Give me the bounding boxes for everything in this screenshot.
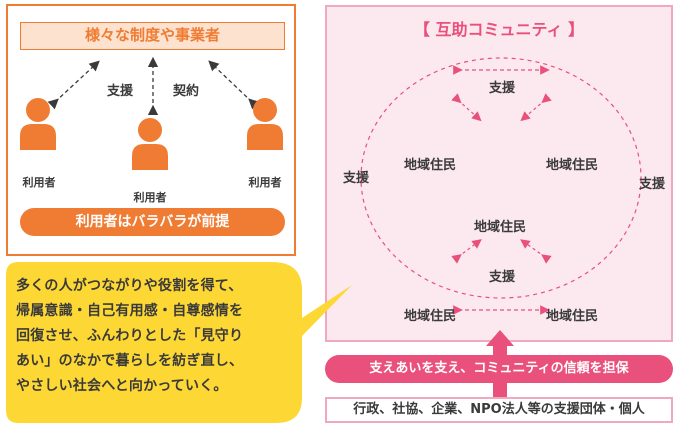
bubble-line-4: あい」のなかで暮らしを紡ぎ直し、 [16, 353, 244, 369]
support-label-bottom: 支援 [488, 270, 515, 285]
user-label-left: 利用者 [22, 176, 56, 189]
community-trust-bar: 支えあいを支え、コミュニティの信頼を担保 [325, 355, 673, 383]
support-arrow-br-center [520, 239, 552, 264]
right-panel-title: 【 互助コミュニティ 】 [413, 20, 585, 39]
right-support-arrow [208, 60, 260, 110]
right-panel [325, 5, 673, 342]
user-icon-right [247, 98, 283, 150]
bubble-line-1: 多くの人がつながりや役割を得て、 [16, 278, 243, 294]
support-organizations-box: 行政、社協、企業、NPO法人等の支援団体・個人 [325, 397, 673, 423]
left-support-arrow [47, 60, 100, 110]
support-arrow-tr-center [520, 93, 552, 122]
user-icon-left [20, 98, 56, 150]
user-icon-center [132, 118, 168, 170]
left-contract-label: 契約 [172, 84, 199, 99]
speech-bubble-text: 多くの人がつながりや役割を得て、 帰属意識・自己有用感・自尊感情を 回復させ、ふ… [16, 274, 306, 399]
left-panel-title: 様々な制度や事業者 [20, 22, 285, 50]
support-label-right: 支援 [638, 177, 665, 192]
pink-arrow-head [486, 330, 514, 346]
support-arrow-bl-center [451, 239, 482, 264]
speech-bubble [6, 262, 352, 423]
resident-label-top-right: 地域住民 [545, 158, 598, 173]
resident-label-bottom-right: 地域住民 [545, 309, 598, 324]
user-label-center: 利用者 [133, 191, 167, 204]
resident-label-bottom-left: 地域住民 [403, 309, 456, 324]
resident-label-center: 地域住民 [473, 220, 526, 235]
bubble-line-2: 帰属意識・自己有用感・自尊感情を [16, 303, 244, 319]
bubble-line-3: 回復させ、ふんわりとした「見守り [16, 328, 244, 344]
bubble-line-5: やさしい社会へと向かっていく。 [16, 378, 228, 394]
left-bottom-label: 利用者はバラバラが前提 [20, 208, 285, 236]
resident-label-top-left: 地域住民 [403, 158, 456, 173]
user-label-right: 利用者 [248, 176, 282, 189]
community-ellipse [360, 57, 642, 299]
support-label-top: 支援 [488, 81, 515, 96]
support-arrow-tl-center [451, 93, 482, 122]
left-support-label: 支援 [106, 84, 133, 99]
support-label-left: 支援 [342, 171, 369, 186]
